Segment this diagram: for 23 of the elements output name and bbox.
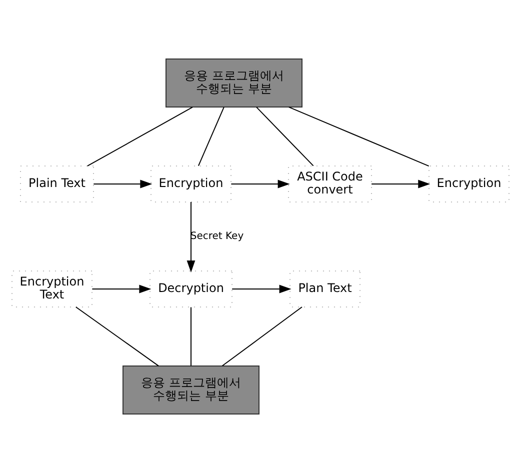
node-box: 응용 프로그램에서 수행되는 부분	[122, 366, 260, 414]
node-box: Plain Text	[20, 166, 94, 202]
arrow	[92, 284, 152, 294]
edge-label: Secret Key	[190, 231, 244, 242]
node-box: Encryption Text	[12, 270, 92, 308]
node-box: Decryption	[150, 270, 232, 308]
node-box: 응용 프로그램에서 수행되는 부분	[166, 58, 302, 108]
connector	[288, 106, 430, 167]
connector	[86, 106, 193, 166]
node-box: Encryption	[150, 166, 232, 202]
node-box: ASCII Code convert	[288, 166, 372, 202]
connector	[256, 106, 314, 166]
arrow	[230, 180, 290, 188]
arrow	[93, 180, 152, 188]
connector	[75, 306, 160, 366]
arrow	[232, 284, 292, 294]
arrow	[186, 202, 196, 272]
connector	[222, 306, 302, 366]
connector	[198, 106, 224, 166]
node-box: Encryption	[428, 166, 510, 202]
arrow	[371, 180, 430, 188]
connector	[190, 306, 192, 366]
node-box: Plan Text	[290, 270, 360, 308]
